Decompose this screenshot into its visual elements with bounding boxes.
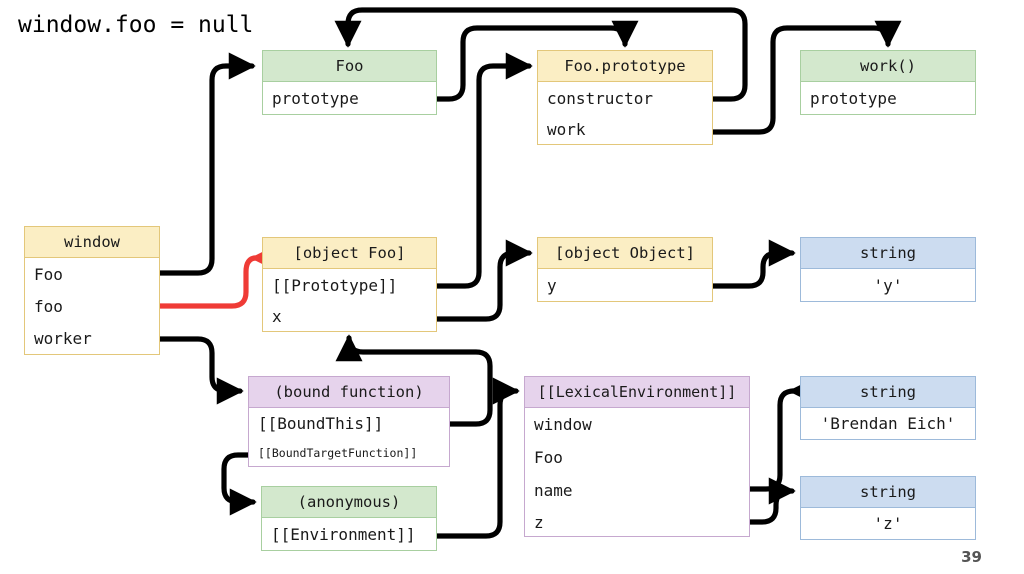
node-string-y[interactable]: string 'y' — [800, 237, 976, 302]
node-string-brendan-eich-title: string — [801, 377, 975, 408]
node-object-object[interactable]: [object Object] y — [537, 237, 713, 302]
node-window-row-worker[interactable]: worker — [34, 328, 92, 348]
node-lexical-environment-row-name[interactable]: name — [534, 481, 573, 500]
node-object-object-title: [object Object] — [538, 238, 712, 269]
node-object-foo-title: [object Foo] — [263, 238, 436, 269]
node-bound-function-row-boundtargetfunction[interactable]: [[BoundTargetFunction]] — [258, 445, 418, 460]
node-lexical-environment-title: [[LexicalEnvironment]] — [525, 377, 749, 408]
node-window-row-Foo[interactable]: Foo — [34, 264, 63, 284]
edge-lexical-env-name-to-string-name — [747, 377, 816, 492]
node-work-function-row-prototype[interactable]: prototype — [810, 88, 897, 108]
node-window-title: window — [25, 227, 159, 258]
edge-window-Foo-to-Foo — [157, 52, 256, 276]
edge-object-Object-y-to-string-y — [710, 239, 796, 289]
node-string-z-row-value[interactable]: 'z' — [873, 514, 903, 533]
node-window[interactable]: window Foo foo worker — [24, 226, 160, 355]
node-string-y-title: string — [801, 238, 975, 269]
node-foo-prototype[interactable]: Foo.prototype constructor work — [537, 50, 713, 145]
edge-window-worker-to-bound-function — [157, 336, 244, 405]
node-anonymous-function-title: (anonymous) — [262, 487, 436, 518]
node-lexical-environment-row-window[interactable]: window — [534, 415, 592, 434]
node-object-object-row-y[interactable]: y — [547, 275, 557, 295]
edge-window-foo-to-object-Foo — [157, 244, 278, 309]
node-foo-constructor-title: Foo — [263, 51, 436, 82]
node-string-z[interactable]: string 'z' — [800, 476, 976, 540]
node-bound-function[interactable]: (bound function) [[BoundThis]] [[BoundTa… — [248, 376, 450, 467]
node-lexical-environment[interactable]: [[LexicalEnvironment]] window Foo name z — [524, 376, 750, 537]
node-string-brendan-eich[interactable]: string 'Brendan Eich' — [800, 376, 976, 440]
edge-object-Foo-prototype-to-Foo-prototype — [434, 52, 533, 289]
node-lexical-environment-row-Foo[interactable]: Foo — [534, 448, 563, 467]
node-object-foo-row-prototype[interactable]: [[Prototype]] — [272, 275, 398, 295]
node-anonymous-function[interactable]: (anonymous) [[Environment]] — [261, 486, 437, 551]
node-bound-function-row-boundthis[interactable]: [[BoundThis]] — [258, 414, 384, 433]
node-foo-constructor[interactable]: Foo prototype — [262, 50, 437, 115]
node-foo-constructor-row-prototype[interactable]: prototype — [272, 88, 359, 108]
node-foo-prototype-title: Foo.prototype — [538, 51, 712, 82]
node-foo-prototype-row-constructor[interactable]: constructor — [547, 88, 653, 108]
node-string-brendan-eich-row-value[interactable]: 'Brendan Eich' — [820, 414, 956, 433]
node-string-z-title: string — [801, 477, 975, 508]
page-number: 39 — [961, 548, 982, 566]
edge-lexical-env-z-to-string-z — [747, 477, 796, 525]
slide-title: window.foo = null — [18, 12, 254, 38]
node-bound-function-title: (bound function) — [249, 377, 449, 408]
node-work-function[interactable]: work() prototype — [800, 50, 976, 115]
edge-object-Foo-x-to-object-Object — [434, 239, 533, 322]
node-work-function-title: work() — [801, 51, 975, 82]
node-object-foo-row-x[interactable]: x — [272, 306, 282, 326]
node-string-y-row-value[interactable]: 'y' — [873, 275, 903, 295]
node-window-row-foo[interactable]: foo — [34, 297, 63, 316]
node-anonymous-function-row-environment[interactable]: [[Environment]] — [271, 524, 416, 544]
node-object-foo[interactable]: [object Foo] [[Prototype]] x — [262, 237, 437, 332]
node-lexical-environment-row-z[interactable]: z — [534, 512, 544, 532]
node-foo-prototype-row-work[interactable]: work — [547, 119, 586, 139]
